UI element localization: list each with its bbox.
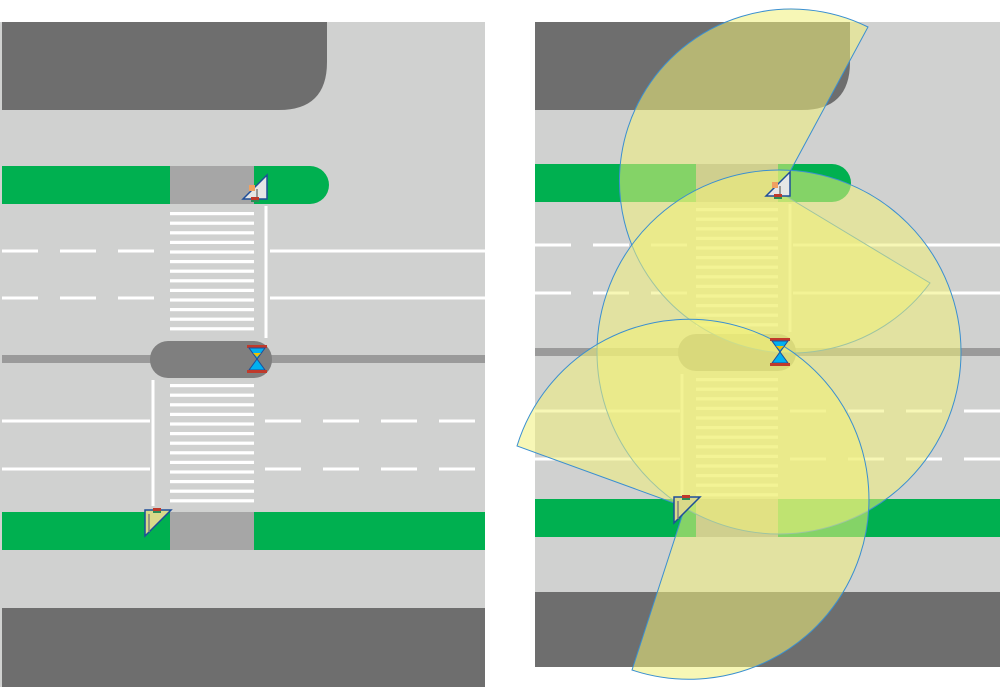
crossing-pad-bottom xyxy=(170,512,254,550)
zebra-stripe xyxy=(170,260,254,264)
zebra-stripe xyxy=(170,269,254,273)
crossing-pad-top xyxy=(170,166,254,204)
pole-camera-icon[interactable] xyxy=(673,495,702,525)
zebra-stripe xyxy=(170,250,254,254)
zebra-stripe xyxy=(170,298,254,302)
zebra-stripe xyxy=(170,499,254,503)
building-block-bottom xyxy=(2,608,485,687)
zebra-stripe xyxy=(170,212,254,216)
zebra-stripe xyxy=(170,393,254,397)
pole-camera-icon[interactable] xyxy=(144,508,173,538)
zebra-stripe xyxy=(170,412,254,416)
zebra-stripe xyxy=(170,451,254,455)
zebra-stripe xyxy=(170,221,254,225)
zebra-stripe xyxy=(170,279,254,283)
zebra-stripe xyxy=(170,480,254,484)
zebra-stripe xyxy=(170,384,254,388)
hourglass-icon[interactable] xyxy=(247,345,267,373)
zebra-stripe xyxy=(170,288,254,292)
zebra-stripe xyxy=(170,317,254,321)
building-block-top xyxy=(2,22,327,110)
zebra-stripe xyxy=(170,327,254,331)
zebra-stripe xyxy=(170,231,254,235)
zebra-stripe xyxy=(170,308,254,312)
sidewalk-top xyxy=(2,166,329,204)
zebra-stripe xyxy=(170,489,254,493)
median-refuge xyxy=(150,341,272,378)
zebra-crossing xyxy=(170,212,254,503)
pole-camera-icon[interactable] xyxy=(241,173,268,202)
zebra-stripe xyxy=(170,432,254,436)
zebra-stripe xyxy=(170,240,254,244)
zebra-stripe xyxy=(170,441,254,445)
zebra-stripe xyxy=(170,470,254,474)
left-panel xyxy=(0,22,485,687)
zebra-stripe xyxy=(170,403,254,407)
pole-camera-icon[interactable] xyxy=(764,170,791,199)
right-panel xyxy=(516,8,1000,680)
zebra-stripe xyxy=(170,460,254,464)
hourglass-icon[interactable] xyxy=(770,338,790,366)
zebra-stripe xyxy=(170,422,254,426)
